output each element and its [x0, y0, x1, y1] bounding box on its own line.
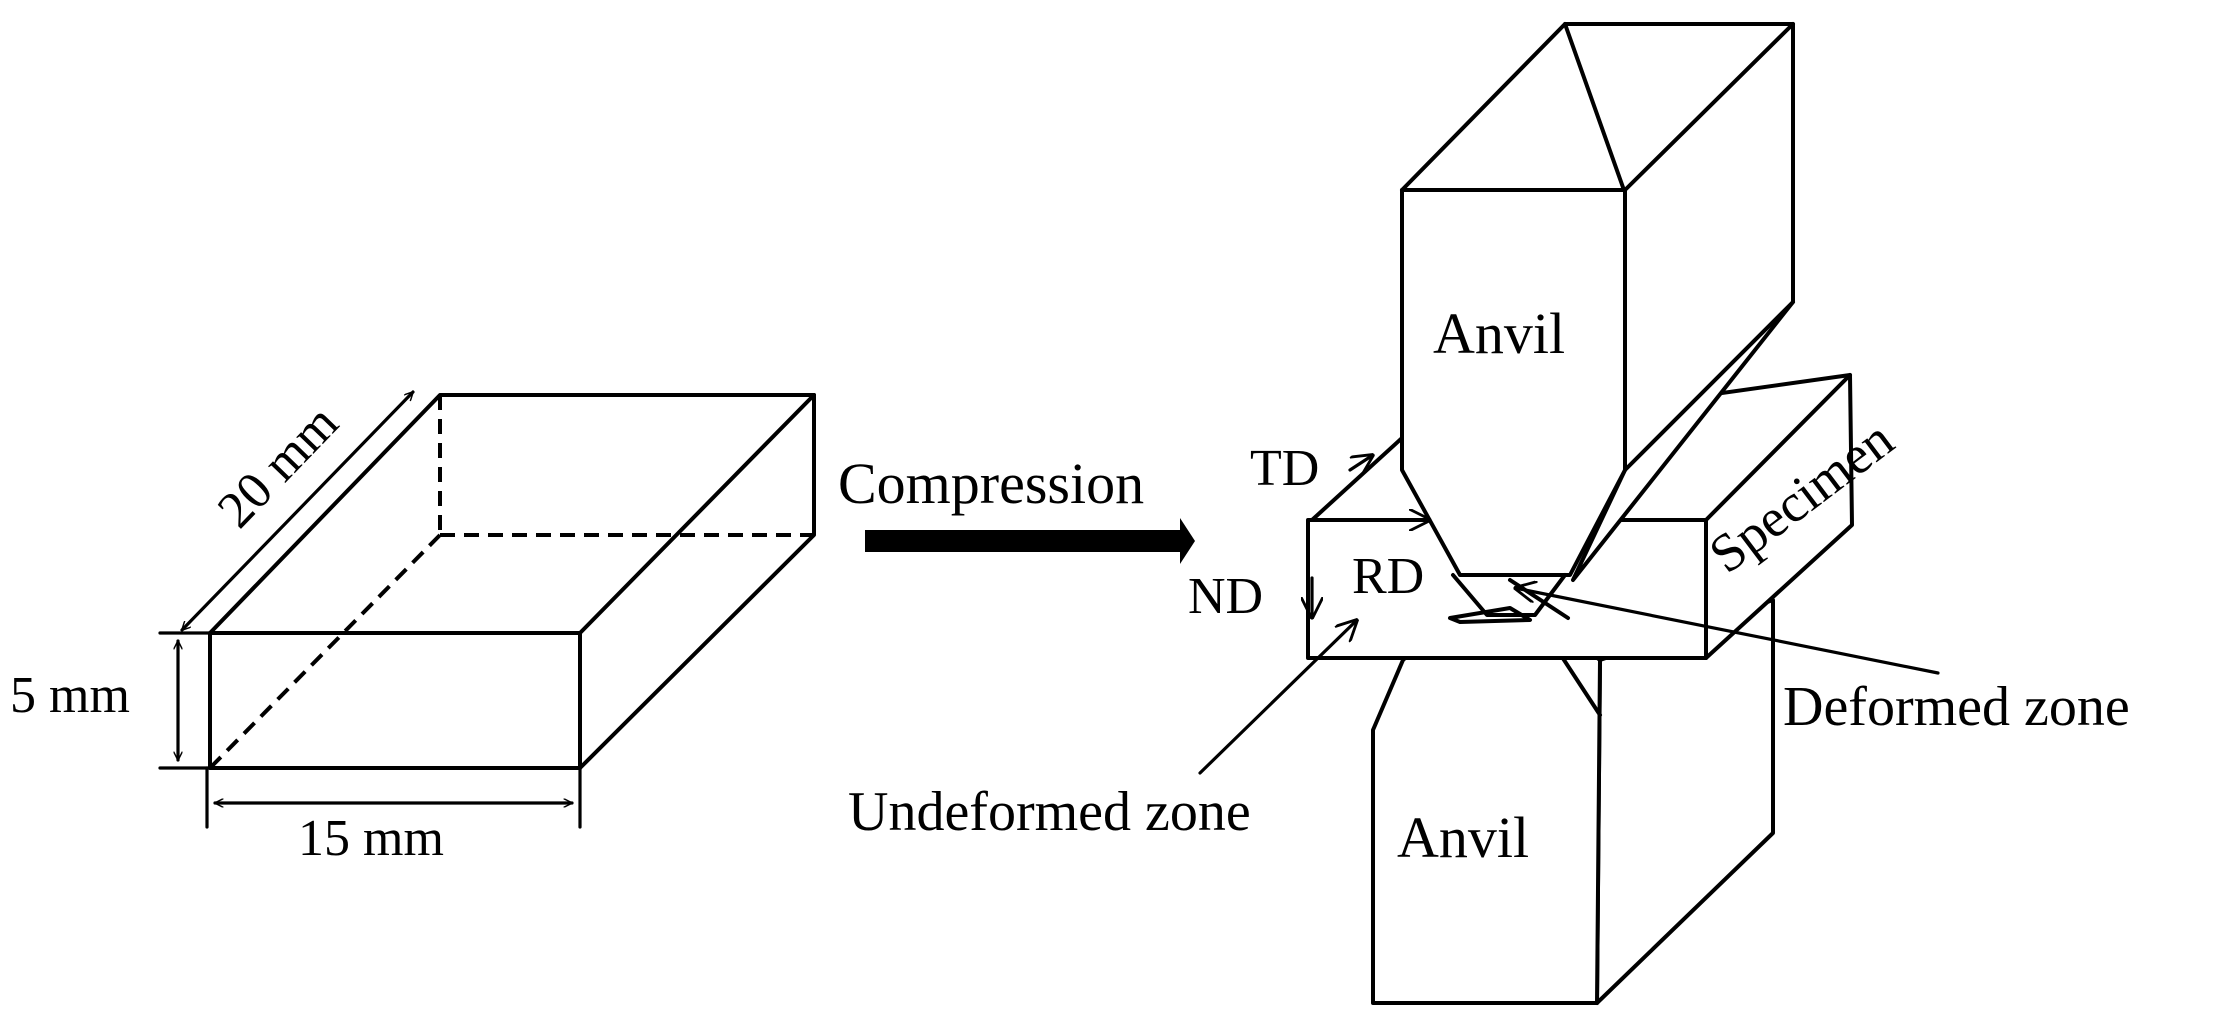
orientation-axes: TD ND RD	[1188, 440, 1432, 625]
upper-anvil	[1400, 22, 1795, 582]
undeformed-zone-label: Undeformed zone	[848, 781, 1251, 843]
lower-anvil	[1371, 598, 1775, 1005]
upper-anvil-label: Anvil	[1433, 301, 1565, 366]
lower-anvil-label: Anvil	[1397, 805, 1529, 870]
undeformed-zone-leader	[1198, 620, 1357, 775]
td-axis-label: TD	[1250, 440, 1319, 497]
compression-label: Compression	[838, 451, 1144, 516]
height-dimension-label: 5 mm	[10, 667, 130, 724]
deformed-zone-leader	[1515, 588, 1940, 675]
dimension-width: 15 mm	[205, 766, 582, 867]
deformed-zone-label: Deformed zone	[1783, 676, 2130, 738]
nd-axis-label: ND	[1188, 568, 1263, 625]
compression-arrow: Compression	[838, 451, 1195, 564]
width-dimension-label: 15 mm	[298, 810, 444, 867]
dimension-length: 20 mm	[180, 390, 415, 632]
compression-setup: TD ND RD Anvil Anvil Specimen Undeformed…	[848, 22, 2130, 1005]
specimen-block: 20 mm 5 mm 15 mm	[10, 390, 816, 867]
dimension-height: 5 mm	[10, 631, 212, 770]
length-dimension-label: 20 mm	[207, 394, 349, 539]
rd-axis-label: RD	[1352, 548, 1424, 605]
